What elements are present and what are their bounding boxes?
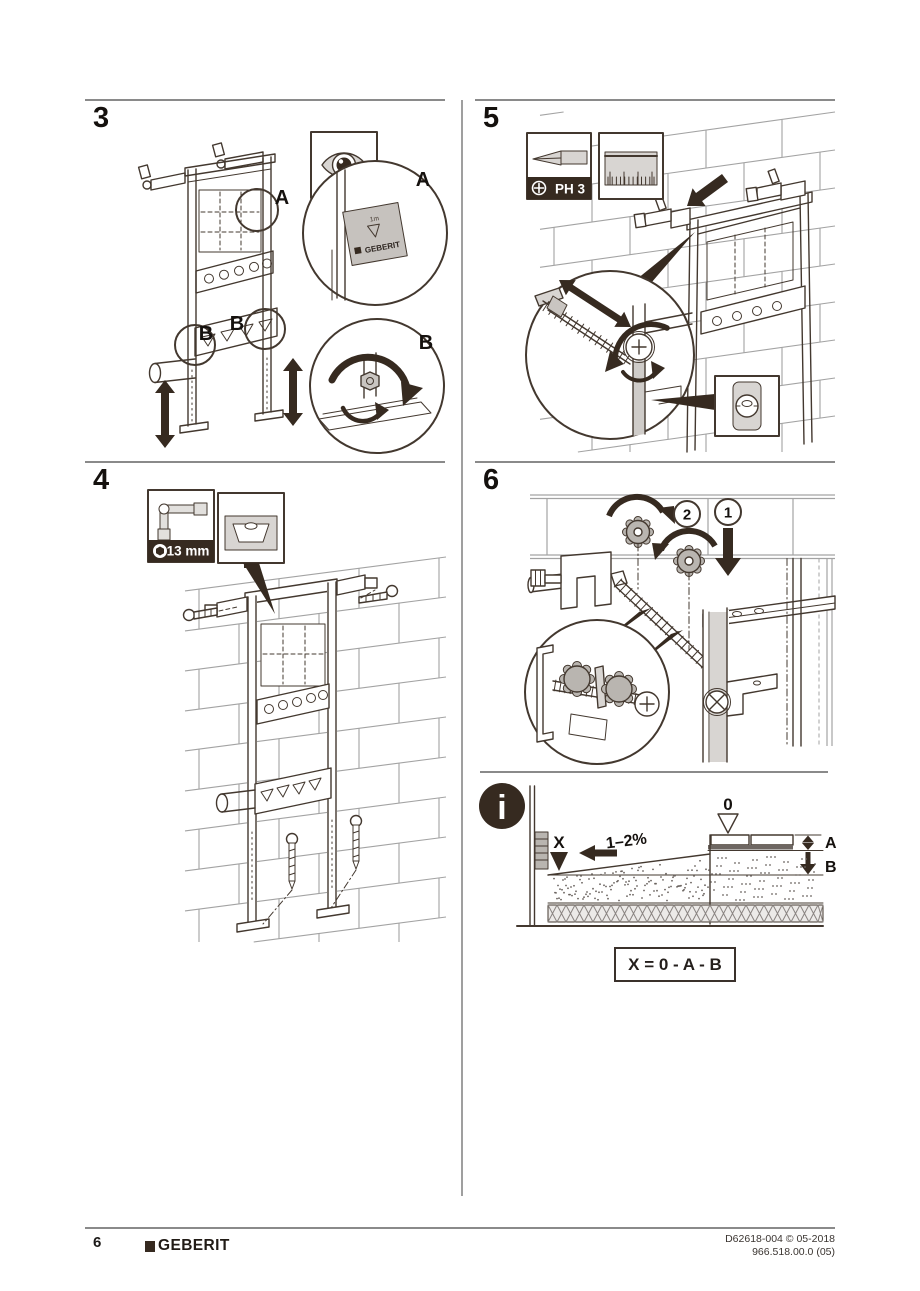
callout-pointer xyxy=(243,563,275,614)
label-a: A xyxy=(275,187,289,209)
a-label: A xyxy=(825,835,837,852)
water-pipe xyxy=(215,793,229,813)
info-illustration: i X 1–2% 0 A B xyxy=(479,783,837,927)
detail-view-a: 1m GEBERIT A xyxy=(302,160,448,306)
page-number: 6 xyxy=(93,1234,102,1251)
svg-text:i: i xyxy=(497,789,506,827)
b-label: B xyxy=(825,859,837,876)
zero-label: 0 xyxy=(723,795,732,814)
step-5-illustration: PH 3 xyxy=(525,111,836,453)
footer-rule xyxy=(85,1227,835,1229)
rotate-arrow-icon xyxy=(612,321,670,363)
pointer-arrow-icon xyxy=(687,174,728,206)
geberit-logo: GEBERIT xyxy=(145,1237,230,1255)
wall-anchor-screw xyxy=(358,584,399,604)
up-down-arrow-icon xyxy=(155,380,175,448)
step-5-number: 5 xyxy=(483,102,500,134)
detail-circle-b-left xyxy=(174,324,216,366)
tool-size-label: 13 mm xyxy=(167,544,210,559)
star-lock-nut xyxy=(673,545,705,651)
rotate-arrow-icon xyxy=(328,353,411,392)
formula-box: X = 0 - A - B xyxy=(614,947,736,982)
water-pipe xyxy=(148,362,162,384)
step-4-illustration: 13 mm xyxy=(147,489,447,943)
step-6-number: 6 xyxy=(483,464,500,496)
step-4-number: 4 xyxy=(93,464,110,496)
step-6-illustration: 2 1 xyxy=(524,493,836,765)
rotate-arrow-icon xyxy=(658,527,718,552)
phillips-icon xyxy=(531,180,547,196)
svg-text:2: 2 xyxy=(683,507,691,524)
svg-text:1: 1 xyxy=(724,505,732,522)
hex-socket-icon xyxy=(153,544,167,558)
brick-wall xyxy=(184,556,447,943)
label-b: B xyxy=(230,313,244,335)
divider xyxy=(475,461,835,463)
floor-screw xyxy=(330,814,363,909)
level-marker-zero xyxy=(717,813,739,834)
mounting-frame xyxy=(182,574,399,933)
detail-circle-b-right xyxy=(244,308,286,350)
mounting-frame: A B B xyxy=(137,142,303,448)
star-lock-nut xyxy=(622,516,654,590)
dimension-arrow-b xyxy=(800,864,816,875)
step-3-number: 3 xyxy=(93,102,110,134)
divider xyxy=(85,99,445,101)
up-down-arrow-icon xyxy=(283,358,303,426)
spirit-level-indicator xyxy=(714,375,780,437)
detail-view-adjustment xyxy=(525,270,695,440)
callout-pointer xyxy=(651,394,715,410)
ruler-icon xyxy=(598,132,664,200)
doc-code-line1: D62618-004 © 05-2018 xyxy=(725,1233,835,1245)
geberit-logo-text: GEBERIT xyxy=(158,1237,230,1254)
label-b-detail: B xyxy=(419,332,433,354)
divider xyxy=(480,771,828,773)
x-label: X xyxy=(553,833,565,852)
callout-1: 1 xyxy=(714,498,742,526)
label-b: B xyxy=(199,323,213,345)
star-lock-nut xyxy=(601,671,637,707)
floor-cross-section: X 1–2% 0 A B xyxy=(516,785,837,927)
divider xyxy=(85,461,445,463)
geberit-logo-square xyxy=(145,1240,155,1252)
step-3-illustration: A B B 1m GEBERIT A xyxy=(137,131,448,454)
left-arrow-icon xyxy=(579,845,617,861)
tool-size-label: PH 3 xyxy=(555,182,586,197)
rotate-arrow-icon xyxy=(606,493,666,518)
sticker-meter-text: 1m xyxy=(369,215,379,223)
insulation-hatch xyxy=(547,904,824,923)
detail-view-nuts xyxy=(524,619,670,765)
wall-anchor-screw xyxy=(182,606,238,622)
label-a-detail: A xyxy=(416,169,430,191)
slope-label: 1–2% xyxy=(605,831,648,853)
detail-circle-a xyxy=(235,188,279,232)
doc-code-line2: 966.518.00.0 (05) xyxy=(752,1245,835,1258)
slide-arrow-icon xyxy=(559,280,631,327)
star-lock-nut xyxy=(559,661,595,697)
screwdriver-ph3-badge: PH 3 xyxy=(526,132,592,200)
column-divider xyxy=(461,100,463,1196)
floor-screw xyxy=(262,832,299,925)
level-marker-x xyxy=(550,852,568,871)
socket-wrench-13mm-badge: 13 mm xyxy=(147,489,215,563)
callout-2: 2 xyxy=(673,500,701,528)
frame-rail xyxy=(702,557,836,763)
screed-stipple xyxy=(553,856,816,902)
spirit-level-icon xyxy=(217,492,285,568)
wall-bracket-assembly xyxy=(527,551,710,669)
divider xyxy=(475,99,835,101)
down-arrow-icon xyxy=(715,528,741,576)
info-icon: i xyxy=(479,783,525,829)
socket-wrench-icon xyxy=(157,502,208,541)
detail-view-b: B xyxy=(309,318,445,454)
meter-mark-sticker: 1m GEBERIT xyxy=(342,202,408,266)
document-codes: D62618-004 © 05-2018 966.518.00.0 (05) xyxy=(725,1233,835,1258)
